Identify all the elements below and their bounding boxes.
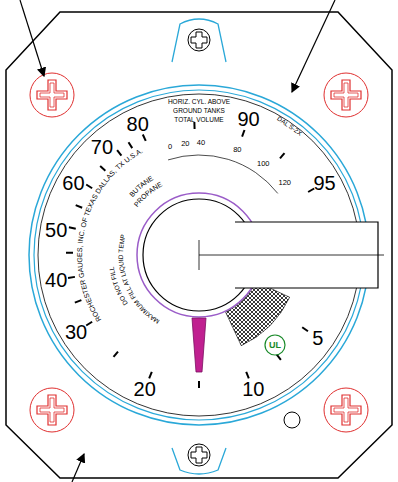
dial-curved-text: PROPANE bbox=[133, 180, 164, 208]
dial-curved-text: DO NOT FILL bbox=[108, 266, 129, 307]
dial-text: GROUND TANKS bbox=[173, 108, 225, 115]
scale-tick bbox=[308, 189, 314, 193]
scale-tick bbox=[86, 185, 92, 189]
scale-tick bbox=[242, 130, 244, 137]
dial-text: 20 bbox=[181, 140, 189, 148]
dial-number: 90 bbox=[237, 109, 259, 129]
dial-text: 0 bbox=[168, 143, 172, 151]
scale-tick bbox=[68, 277, 75, 278]
text-guide bbox=[121, 171, 172, 213]
dial-number: 60 bbox=[62, 173, 84, 193]
scale-tick bbox=[69, 227, 76, 228]
scale-tick bbox=[75, 300, 82, 303]
dial-text: 120 bbox=[279, 179, 292, 187]
text-guide bbox=[130, 181, 175, 219]
dial-number: 80 bbox=[127, 114, 149, 134]
scale-tick bbox=[100, 166, 105, 171]
dial-number: 40 bbox=[45, 270, 67, 290]
dial-number: 50 bbox=[45, 220, 67, 240]
scale-tick bbox=[198, 381, 200, 388]
scale-tick bbox=[246, 372, 249, 378]
scale-tick bbox=[280, 153, 284, 158]
scale-tick bbox=[193, 122, 195, 129]
scale-tick bbox=[149, 372, 152, 378]
scale-tick bbox=[114, 352, 118, 357]
dial-text: 80 bbox=[233, 146, 241, 154]
dial-number: 70 bbox=[91, 137, 113, 157]
dial-text: HORIZ. CYL. ABOVE bbox=[168, 99, 230, 106]
scale-tick bbox=[66, 252, 73, 254]
dial-text: UL bbox=[269, 341, 281, 350]
dial-number: 95 bbox=[313, 173, 335, 193]
dial-number: 5 bbox=[312, 328, 323, 348]
scale-tick bbox=[129, 142, 133, 148]
dial-text: TOTAL VOLUME bbox=[174, 117, 223, 124]
scale-tick bbox=[117, 150, 121, 156]
dial-curved-text: MAXIMUM FILL AT LIQUID TEMP bbox=[117, 234, 161, 326]
scale-arc bbox=[168, 155, 278, 193]
dial-text: 100 bbox=[257, 160, 270, 168]
dial-number: 30 bbox=[65, 322, 87, 342]
dial-number: 20 bbox=[134, 379, 156, 399]
scale-tick bbox=[143, 134, 146, 140]
dial-number: 10 bbox=[242, 379, 264, 399]
scale-tick bbox=[76, 205, 82, 208]
scale-tick bbox=[302, 327, 308, 331]
dial-text: 40 bbox=[197, 139, 205, 147]
